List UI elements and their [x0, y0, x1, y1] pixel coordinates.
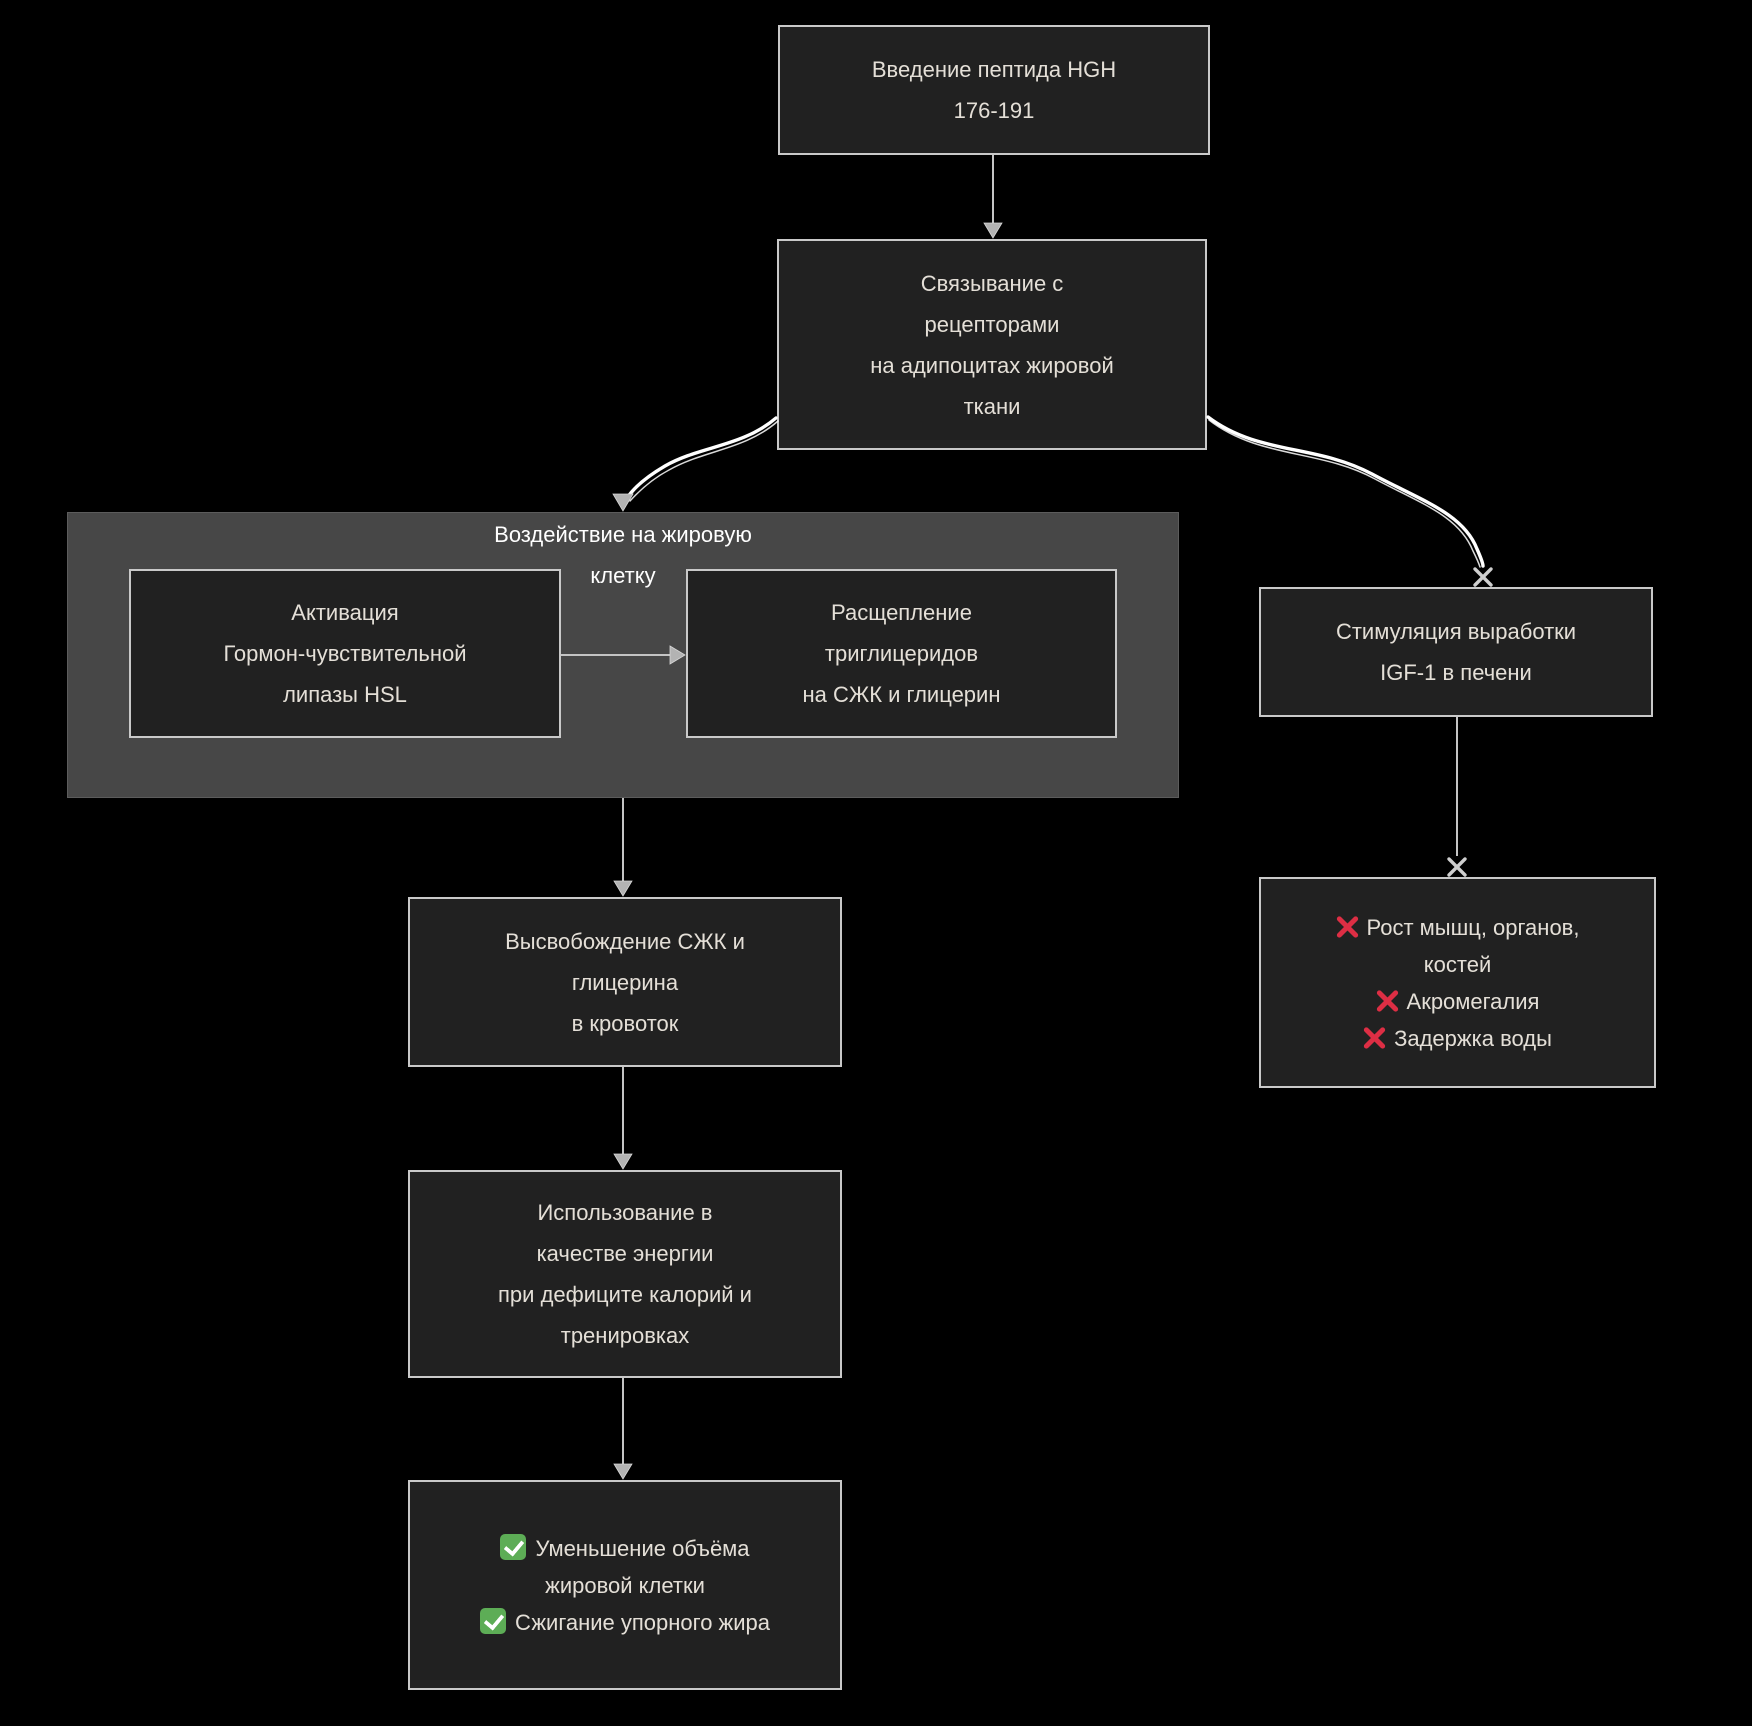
list-item: Сжигание упорного жира	[479, 1604, 771, 1641]
node-peptide-injection: Введение пептида HGH 176-191	[778, 25, 1210, 155]
node-hsl-activation: Активация Гормон-чувствительной липазы H…	[129, 569, 561, 738]
node-ffa-release: Высвобождение СЖК и глицерина в кровоток	[408, 897, 842, 1067]
check-mark-icon	[479, 1607, 506, 1634]
list-item: Акромегалия	[1376, 983, 1540, 1020]
side-effect-label: Задержка воды	[1394, 1025, 1552, 1051]
node-igf1-stimulation: Стимуляция выработки IGF-1 в печени	[1259, 587, 1653, 717]
side-effect-label: Рост мышц, органов, костей	[1366, 914, 1580, 977]
cross-mark-icon	[1363, 1027, 1385, 1049]
benefit-label: Сжигание упорного жира	[514, 1609, 771, 1635]
edge-injection-to-binding	[983, 155, 1003, 239]
edge-cluster-to-release	[613, 798, 633, 897]
cross-mark-icon	[1376, 990, 1398, 1012]
node-energy-usage: Использование в качестве энергии при деф…	[408, 1170, 842, 1378]
edge-energy-to-benefits	[613, 1378, 633, 1480]
edge-igf1-to-side-effects	[1447, 717, 1467, 877]
list-item: Уменьшение объёма жировой клетки	[477, 1530, 773, 1604]
list-item: Рост мышц, органов, костей	[1317, 909, 1598, 983]
benefit-label: Уменьшение объёма жировой клетки	[535, 1535, 750, 1598]
edge-binding-to-igf1	[1206, 415, 1493, 587]
node-benefits: Уменьшение объёма жировой клетки Сжигани…	[408, 1480, 842, 1690]
node-receptor-binding: Связывание с рецепторами на адипоцитах ж…	[777, 239, 1207, 450]
edge-release-to-energy	[613, 1067, 633, 1170]
node-triglyceride-breakdown: Расщепление триглицеридов на СЖК и глице…	[686, 569, 1117, 738]
check-mark-icon	[500, 1533, 527, 1560]
node-side-effects: Рост мышц, органов, костей Акромегалия З…	[1259, 877, 1656, 1088]
list-item: Задержка воды	[1363, 1020, 1552, 1057]
edge-binding-to-cluster	[612, 416, 779, 512]
side-effect-label: Акромегалия	[1406, 988, 1540, 1014]
cluster-fat-cell-effect-title: Воздействие на жировую клетку	[494, 522, 752, 588]
cross-mark-icon	[1336, 916, 1358, 938]
